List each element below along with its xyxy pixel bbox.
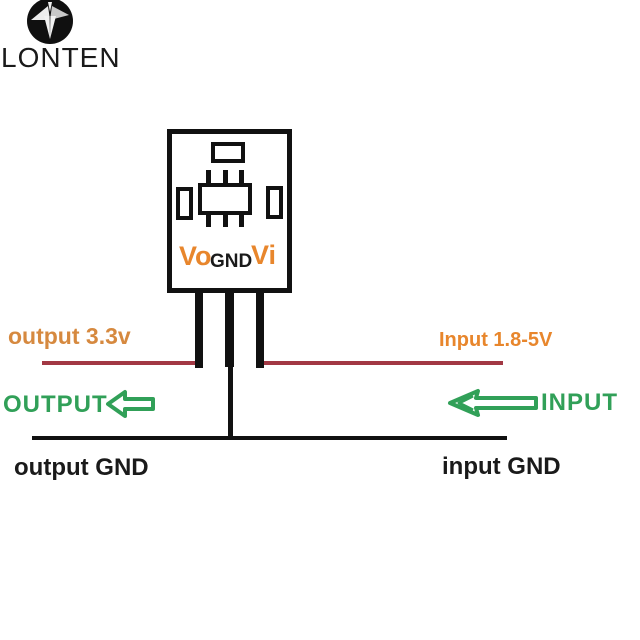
- input-arrow-icon: [446, 387, 540, 419]
- output-direction-label: OUTPUT: [3, 391, 108, 418]
- input-direction-label: INPUT: [541, 389, 618, 416]
- ic-pin-icon: [206, 215, 211, 227]
- brand-name: LONTEN: [1, 42, 121, 73]
- output-arrow-icon: [105, 389, 157, 419]
- module-left-capacitor: [176, 187, 193, 220]
- brand-logo-icon: [27, 0, 73, 45]
- input-voltage-label: Input 1.8-5V: [439, 329, 553, 351]
- module-pin-gnd-upper: [225, 291, 234, 367]
- module-ic-body: [198, 183, 252, 215]
- module-label-vo: Vo: [179, 241, 212, 271]
- module-pin-vo: [195, 291, 203, 368]
- output-wire-red: [42, 361, 195, 365]
- module-pin-vi: [256, 291, 264, 368]
- output-voltage-label: output 3.3v: [8, 323, 131, 349]
- ic-pin-icon: [239, 215, 244, 227]
- module-label-vi: Vi: [251, 240, 277, 270]
- ic-pin-icon: [223, 215, 228, 227]
- module-right-capacitor: [266, 186, 283, 219]
- ic-pin-icon: [239, 170, 244, 183]
- ic-pin-icon: [206, 170, 211, 183]
- ground-wire: [32, 436, 507, 440]
- module-pin-gnd-lower: [228, 365, 233, 440]
- output-ground-label: output GND: [14, 454, 149, 481]
- module-top-capacitor: [211, 142, 245, 163]
- input-ground-label: input GND: [442, 453, 561, 480]
- module-label-gnd: GND: [210, 251, 253, 272]
- ic-pin-icon: [223, 170, 228, 183]
- input-wire-red: [264, 361, 503, 365]
